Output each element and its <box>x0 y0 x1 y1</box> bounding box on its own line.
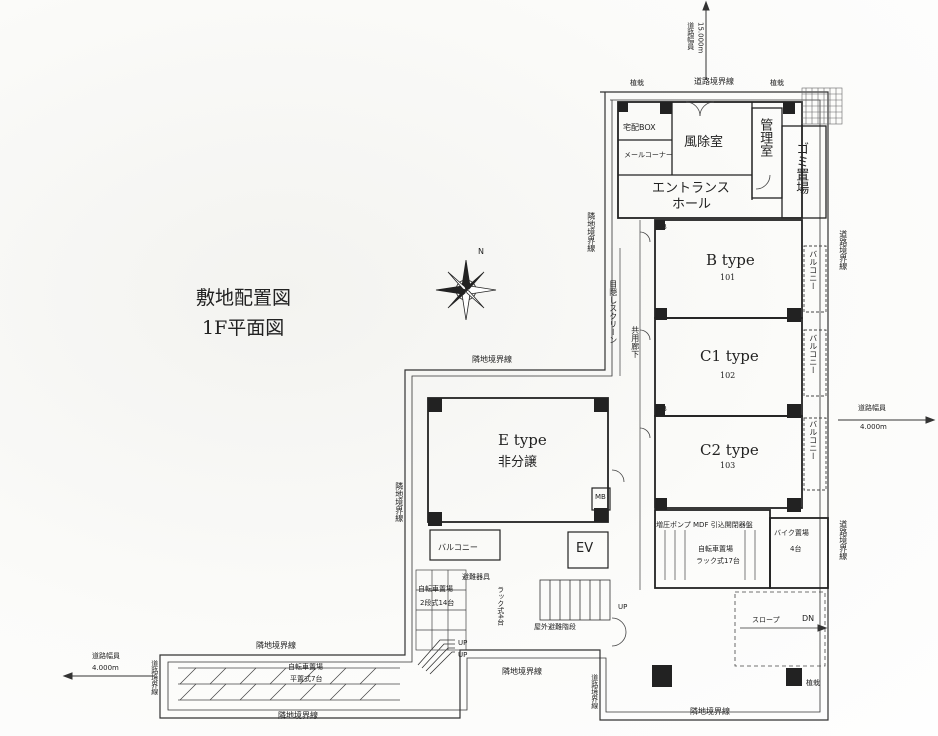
east-balconies <box>803 245 827 491</box>
entrance-block-wall <box>617 101 803 219</box>
east-road-width-label: 道路幅員 <box>858 404 886 412</box>
outdoor-stairs <box>539 579 611 621</box>
slope-arrow <box>740 624 828 632</box>
unit-c1-number: 102 <box>720 371 736 380</box>
bike-parking-label: 自転車置場 <box>698 545 733 553</box>
pump-room: 増圧ポンプ MDF 引込開閉器盤 <box>656 521 753 529</box>
corridor-lines <box>611 220 641 590</box>
east-road-width-value: 4.000m <box>860 423 887 431</box>
entrance-partitions <box>618 102 827 219</box>
north-road-width-value: 15.000m <box>696 22 705 54</box>
north-planting-right: 植栽 <box>770 79 784 87</box>
north-road-width-label: 道路幅員 <box>686 22 695 50</box>
entrance-hall-line2: ホール <box>672 197 712 212</box>
motorbike-parking: バイク置場 <box>774 529 809 537</box>
stair-up-3: UP <box>618 603 628 611</box>
bike-parking-3: 自転車置場 <box>288 663 323 671</box>
unit-e-walls <box>427 397 609 523</box>
south-neighbor-boundary-bottom: 隣地境界線 <box>278 711 318 720</box>
fujoshitsu: 風除室 <box>684 135 724 150</box>
gomi-okiba: ゴミ置場 <box>793 142 809 194</box>
west-bike-hatch <box>178 667 400 701</box>
takuhai-box: 宅配BOX <box>623 123 656 132</box>
two-tier-bike-grid <box>415 569 467 651</box>
west-neighbor-boundary-lower: 隣地境界線 <box>394 482 404 522</box>
north-planting-left: 植栽 <box>630 79 644 87</box>
unit-e-annex <box>429 487 611 569</box>
unit-c1-wall <box>654 317 803 417</box>
kanrishitsu: 管理室 <box>757 118 773 157</box>
east-road-boundary-upper: 道路境界線 <box>838 230 848 270</box>
bike-parking-3-count: 平置式7台 <box>290 675 323 683</box>
unit-c1-name: C1 type <box>700 347 759 365</box>
balcony-e: バルコニー <box>438 543 478 552</box>
stair-up-1: UP <box>458 639 468 647</box>
neighbor-boundary-mid: 隣地境界線 <box>472 355 512 364</box>
unit-b-number: 101 <box>720 273 736 282</box>
west-stair <box>417 639 455 675</box>
compass-north-label: N <box>478 247 484 256</box>
mb-c: MB <box>656 405 667 413</box>
door-swings <box>611 101 771 647</box>
south-planting: 植栽 <box>806 679 820 687</box>
drawing-title-line2: 1F平面図 <box>202 317 285 339</box>
slope-area <box>734 591 826 667</box>
north-road-arrow <box>702 0 710 80</box>
planting-hatch <box>801 87 843 125</box>
west-road-boundary: 道路境界線 <box>150 660 159 695</box>
site-outline-inner <box>167 99 821 713</box>
south-neighbor-boundary-mid: 隣地境界線 <box>502 667 542 676</box>
slope-dn: DN <box>802 614 815 623</box>
unit-e-name: E type <box>498 431 547 449</box>
bike-parking-2-count: 2段式14台 <box>420 599 455 607</box>
balcony-b: バルコニー <box>808 250 818 290</box>
mb-e: MB <box>595 493 606 501</box>
stair-up-2: UP <box>458 651 468 659</box>
south-road-boundary: 道路境界線 <box>590 674 599 709</box>
balcony-c1: バルコニー <box>808 334 818 374</box>
outdoor-stairs-label: 屋外避難階段 <box>534 623 576 631</box>
east-block-walls <box>617 101 829 589</box>
east-road-arrow <box>838 416 936 424</box>
east-road-boundary-lower: 道路境界線 <box>838 520 848 560</box>
unit-b-wall <box>654 219 803 319</box>
bike-parking-2: 自転車置場 <box>418 585 453 593</box>
site-outline <box>159 91 829 721</box>
west-neighbor-boundary-upper: 隣地境界線 <box>586 212 596 252</box>
south-neighbor-boundary-east: 隣地境界線 <box>690 707 730 716</box>
north-road-boundary: 道路境界線 <box>694 77 734 86</box>
emergency-storage: 避難器具 <box>462 573 490 581</box>
unit-c2-name: C2 type <box>700 441 759 459</box>
unit-b-name: B type <box>706 251 755 269</box>
slope-label: スロープ <box>752 616 780 624</box>
west-road-width-value: 4.000m <box>92 664 119 672</box>
entrance-hall-line1: エントランス <box>652 181 730 196</box>
unit-e-note: 非分譲 <box>498 455 538 470</box>
motorbike-count: 4台 <box>790 545 802 553</box>
privacy-screen: 目隠しスクリーン <box>608 280 618 344</box>
motorbike-room-wall <box>769 517 829 589</box>
balcony-c2: バルコニー <box>808 420 818 460</box>
mb-b: MB <box>656 223 667 231</box>
west-road-width-label: 道路幅員 <box>92 652 120 660</box>
west-road-arrow <box>62 672 155 680</box>
compass-rose <box>435 259 497 321</box>
elevator: EV <box>576 541 594 556</box>
mail-corner: メールコーナー <box>624 151 673 159</box>
drawing-title-line1: 敷地配置図 <box>196 287 292 309</box>
unit-c2-wall <box>654 415 803 509</box>
columns <box>428 102 802 687</box>
rack-bike-parking <box>664 530 756 580</box>
rack-bike: ラック式4台 <box>496 586 505 626</box>
south-neighbor-boundary-west: 隣地境界線 <box>256 641 296 650</box>
bike-parking-rack: ラック式17台 <box>696 557 740 565</box>
shared-corridor: 共用廊下 <box>630 326 640 358</box>
site-outline-main <box>159 91 829 721</box>
unit-c2-number: 103 <box>720 461 736 470</box>
